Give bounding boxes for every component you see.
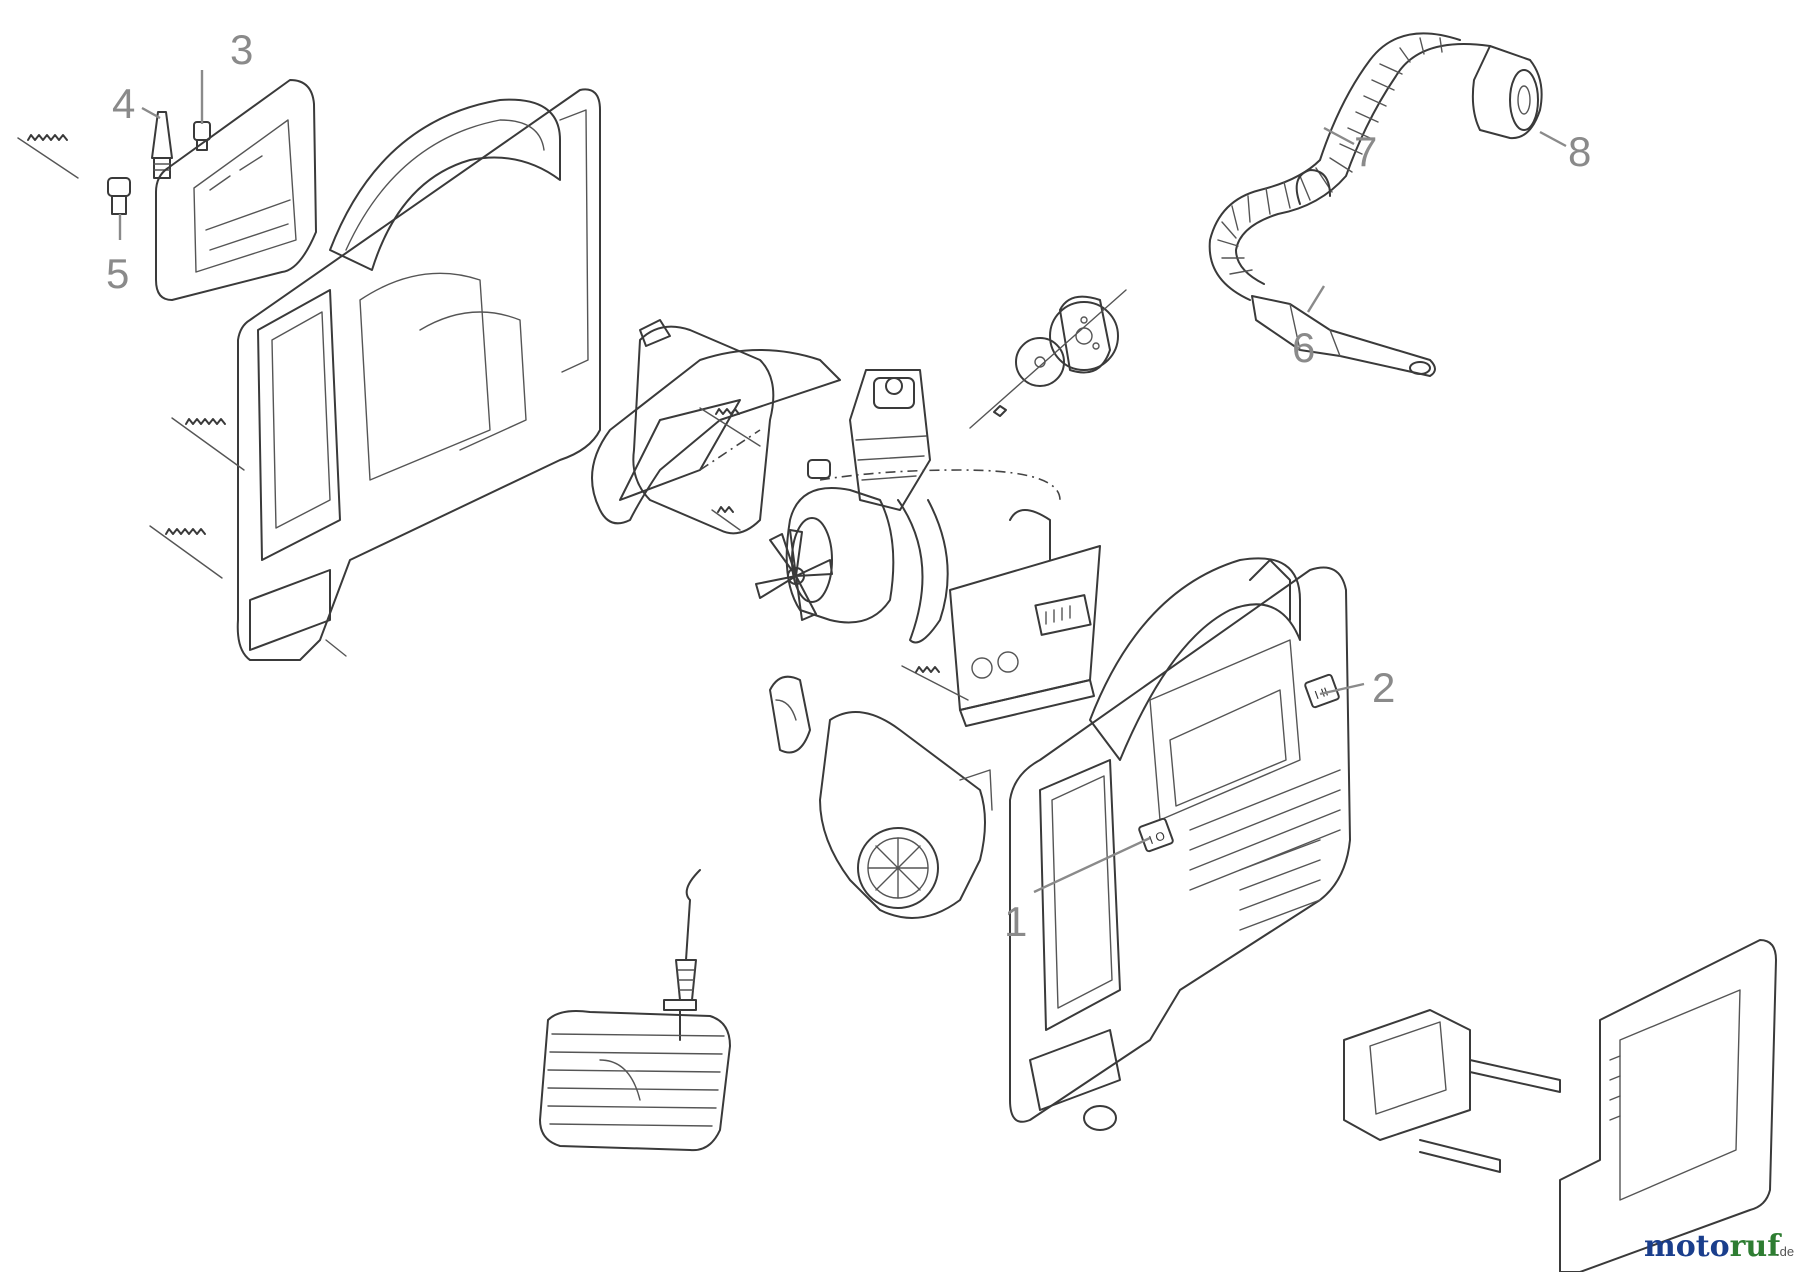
power-switch-1: I O <box>1138 817 1174 853</box>
side-cover-plate <box>155 79 317 301</box>
callout-8: 8 <box>1568 128 1591 175</box>
callout-2: 2 <box>1372 664 1395 711</box>
screw-left-1 <box>171 417 245 471</box>
blower-inlet-ring <box>769 675 811 754</box>
valve-adapter-part-3 <box>193 121 211 151</box>
callout-7: 7 <box>1354 128 1377 175</box>
coiled-cable-bundle <box>539 1010 731 1152</box>
motor-body <box>785 487 895 624</box>
hose-end-fitting-part-8 <box>1471 45 1543 140</box>
valve-disc-small <box>1015 337 1065 387</box>
callout-5: 5 <box>106 250 129 297</box>
display-panel <box>949 509 1101 727</box>
callout-1: 1 <box>1004 898 1027 945</box>
blower-housing <box>819 711 993 919</box>
right-housing-half <box>1009 557 1351 1131</box>
valve-screw <box>969 289 1127 429</box>
screw-top-left <box>17 134 79 179</box>
fan-wheel <box>755 529 833 621</box>
cone-adapter-part-5 <box>107 177 131 215</box>
small-screw-center <box>699 407 761 447</box>
motor-frame <box>591 319 841 535</box>
screw-display <box>901 665 969 701</box>
battery-bracket <box>1343 1009 1561 1173</box>
callout-6: 6 <box>1292 324 1315 371</box>
battery-side-panel <box>1559 939 1777 1272</box>
watermark-suffix: .de <box>1776 1244 1794 1259</box>
left-housing-half <box>236 88 601 661</box>
dashed-hose-line <box>699 429 1061 501</box>
fan-shroud <box>807 459 831 479</box>
small-screw-center-2 <box>711 506 741 531</box>
svg-text:I O: I O <box>1147 828 1167 847</box>
callout-3: 3 <box>230 26 253 73</box>
watermark-moto: moto <box>1644 1229 1730 1264</box>
screw-left-2 <box>149 525 223 579</box>
svg-text:motoruf: motoruf <box>1644 1229 1782 1264</box>
callout-leaders <box>118 70 1567 894</box>
needle-adapter-part-4 <box>151 111 173 179</box>
hose-nozzle-part-6 <box>1251 169 1436 377</box>
leader-housing-bottom <box>325 639 347 657</box>
compressor-cylinder <box>849 369 949 644</box>
air-hose-part-7 <box>1208 32 1491 301</box>
watermark-ruf: ruf <box>1730 1229 1783 1264</box>
callout-4: 4 <box>112 80 135 127</box>
valve-disc-large <box>1049 295 1119 374</box>
site-watermark-logo: motoruf .de <box>1644 1229 1794 1264</box>
